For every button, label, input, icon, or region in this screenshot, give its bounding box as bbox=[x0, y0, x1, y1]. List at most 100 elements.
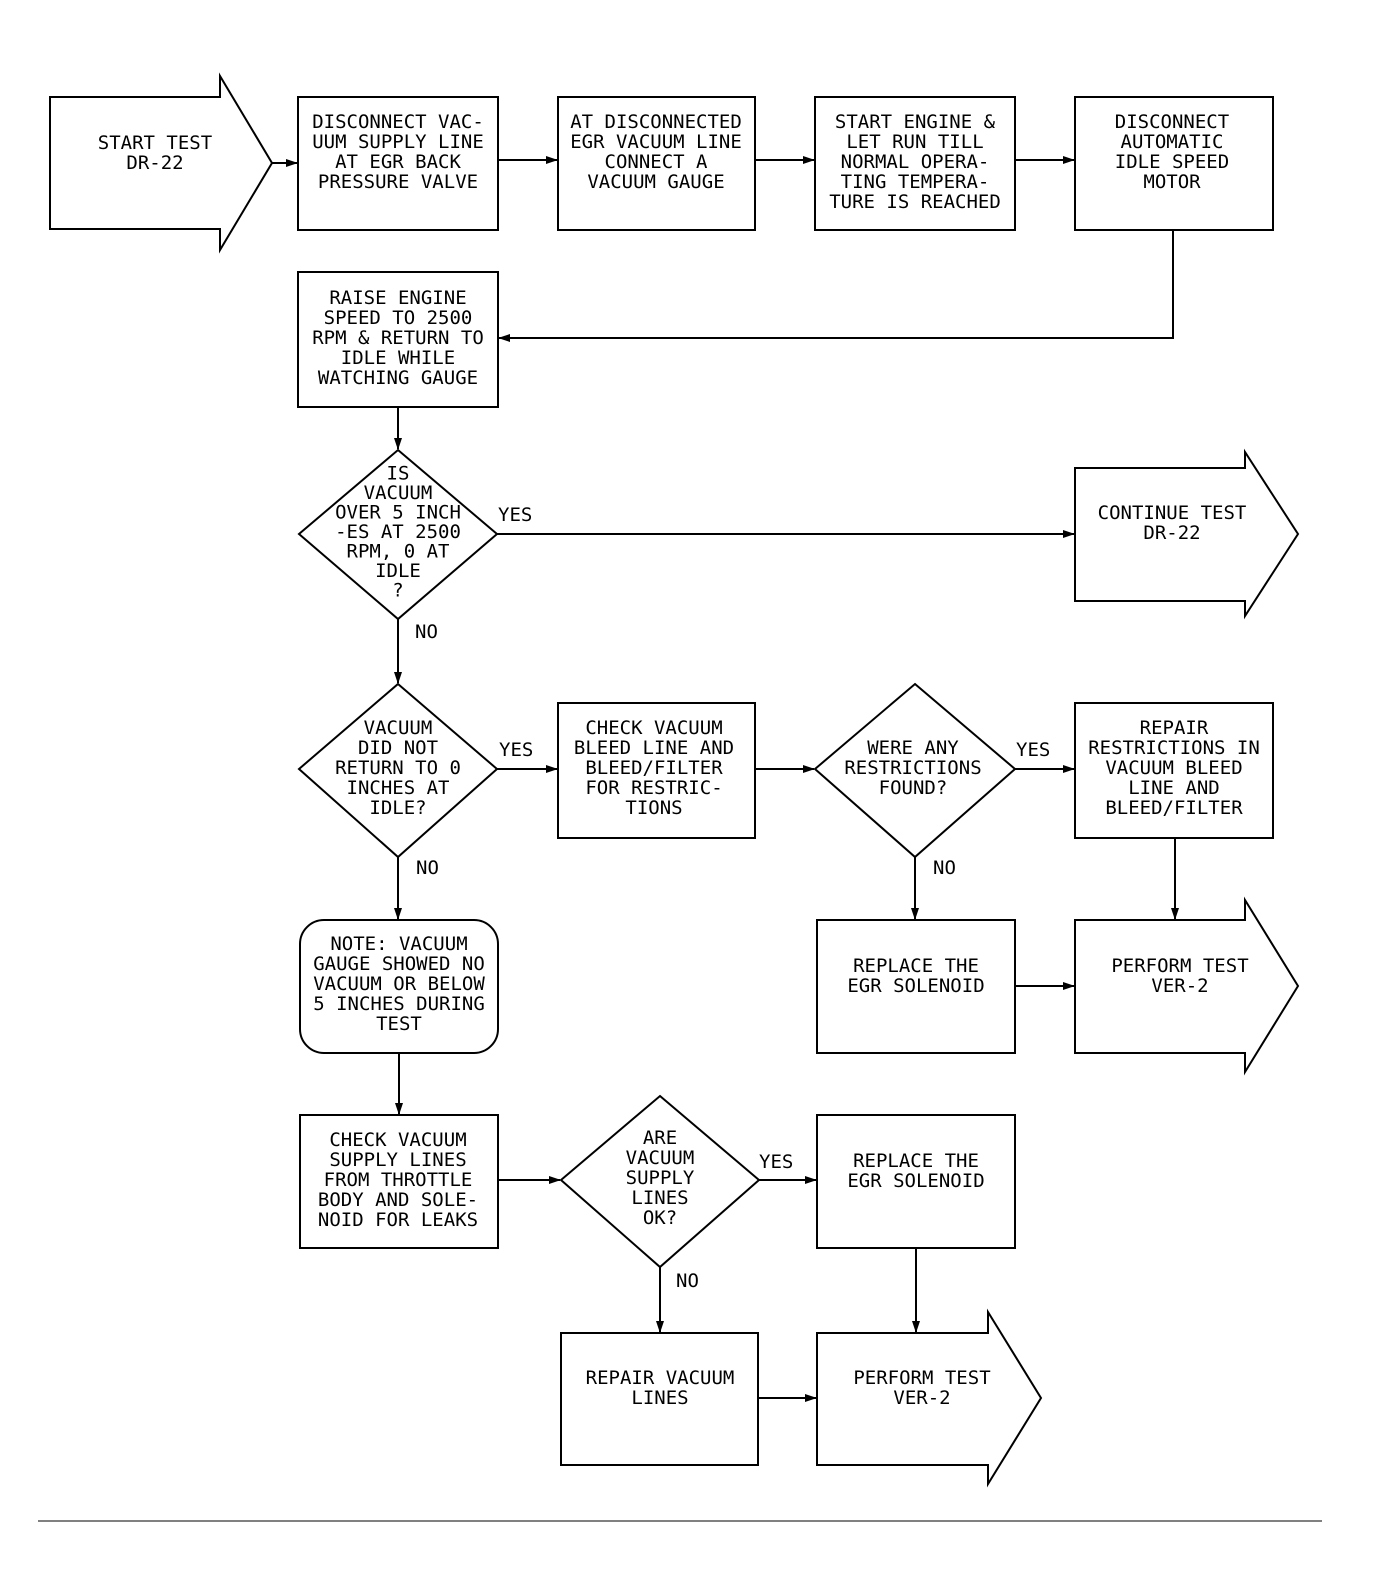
connect-gauge-label-line: VACUUM GAUGE bbox=[587, 171, 724, 193]
note-label-line: VACUUM OR BELOW bbox=[313, 973, 485, 995]
start-engine-label-line: LET RUN TILL bbox=[846, 131, 983, 153]
decision-return-label-line: VACUUM bbox=[364, 717, 433, 739]
note-label-line: 5 INCHES DURING bbox=[313, 993, 485, 1015]
repair-lines-label-line: LINES bbox=[631, 1387, 688, 1409]
disconnect-ais-label-line: DISCONNECT bbox=[1115, 111, 1229, 133]
perform-test-label-2-line: VER-2 bbox=[893, 1387, 950, 1409]
decision-supply-label-line: LINES bbox=[631, 1187, 688, 1209]
connect-gauge-label-line: EGR VACUUM LINE bbox=[570, 131, 742, 153]
disconnect-ais-label-line: MOTOR bbox=[1143, 171, 1201, 193]
note-label-line: NOTE: VACUUM bbox=[330, 933, 467, 955]
decision-supply-label-line: SUPPLY bbox=[626, 1167, 695, 1189]
disconnect-ais-box bbox=[1074, 96, 1274, 231]
arrow-ais-to-raise bbox=[498, 230, 1174, 342]
connect-gauge-box bbox=[557, 96, 756, 231]
decision-vacuum-label-line: ? bbox=[392, 580, 403, 602]
restrictions-yes-label: YES bbox=[1016, 739, 1050, 761]
repair-restrictions-label-line: RESTRICTIONS IN bbox=[1088, 737, 1260, 759]
replace-solenoid-label-1-line: EGR SOLENOID bbox=[847, 975, 984, 997]
check-bleed-label-line: FOR RESTRIC- bbox=[585, 777, 722, 799]
check-supply-label-line: FROM THROTTLE bbox=[324, 1169, 473, 1191]
decision-return-label-line: IDLE? bbox=[369, 797, 426, 819]
decision-restrictions-label-line: WERE ANY bbox=[867, 737, 959, 759]
raise-engine-label-line: RPM & RETURN TO bbox=[312, 327, 484, 349]
perform-test-label-1-line: VER-2 bbox=[1151, 975, 1208, 997]
decision-vacuum-label-line: IS bbox=[387, 463, 410, 485]
perform-test-label-1-line: PERFORM TEST bbox=[1111, 955, 1248, 977]
check-bleed-box bbox=[557, 702, 756, 839]
connect-gauge-label-line: AT DISCONNECTED bbox=[570, 111, 742, 133]
decision-vacuum-label-line: OVER 5 INCH bbox=[335, 502, 461, 524]
start-engine-label-line: NORMAL OPERA- bbox=[841, 151, 990, 173]
start-engine-label-line: START ENGINE & bbox=[835, 111, 996, 133]
repair-restrictions-label-line: BLEED/FILTER bbox=[1105, 797, 1243, 819]
return-no-label: NO bbox=[416, 857, 439, 879]
disconnect-supply-label-line: DISCONNECT VAC- bbox=[312, 111, 484, 133]
repair-restrictions-label-line: LINE AND bbox=[1128, 777, 1220, 799]
start-engine-label-line: TING TEMPERA- bbox=[841, 171, 990, 193]
replace-solenoid-label-2-line: REPLACE THE bbox=[853, 1150, 979, 1172]
repair-lines-box bbox=[560, 1332, 759, 1466]
note-label-line: TEST bbox=[376, 1013, 422, 1035]
supply-yes-label: YES bbox=[759, 1151, 793, 1173]
perform-test-arrow-shape-1 bbox=[1074, 896, 1300, 1076]
start-test-label-line: START TEST bbox=[98, 132, 212, 154]
check-supply-label-line: NOID FOR LEAKS bbox=[318, 1209, 478, 1231]
raise-engine-label-line: RAISE ENGINE bbox=[329, 287, 466, 309]
replace-solenoid-box-2 bbox=[816, 1114, 1016, 1249]
note-label-line: GAUGE SHOWED NO bbox=[313, 953, 485, 975]
decision-supply-label-line: VACUUM bbox=[626, 1147, 695, 1169]
check-supply-label-line: CHECK VACUUM bbox=[329, 1129, 466, 1151]
decision-vacuum-label-line: IDLE bbox=[375, 560, 421, 582]
decision-restrictions-label-line: FOUND? bbox=[879, 777, 948, 799]
disconnect-supply-box bbox=[297, 96, 499, 231]
check-supply-label-line: SUPPLY LINES bbox=[329, 1149, 466, 1171]
connect-gauge-label-line: CONNECT A bbox=[605, 151, 709, 173]
start-engine-box bbox=[814, 96, 1016, 231]
repair-restrictions-box bbox=[1074, 702, 1274, 839]
start-test-label-line: DR-22 bbox=[126, 152, 183, 174]
decision-return-label-line: RETURN TO 0 bbox=[335, 757, 461, 779]
replace-solenoid-label-2-line: EGR SOLENOID bbox=[847, 1170, 984, 1192]
decision-return-label-line: INCHES AT bbox=[347, 777, 450, 799]
start-test-arrow-shape bbox=[49, 72, 274, 254]
disconnect-supply-label-line: PRESSURE VALVE bbox=[318, 171, 478, 193]
perform-test-arrow-shape-2 bbox=[816, 1308, 1043, 1488]
repair-restrictions-label-line: REPAIR bbox=[1140, 717, 1209, 739]
raise-engine-label-line: WATCHING GAUGE bbox=[318, 367, 478, 389]
disconnect-ais-label-line: AUTOMATIC bbox=[1121, 131, 1224, 153]
repair-restrictions-label-line: VACUUM BLEED bbox=[1105, 757, 1242, 779]
raise-engine-label-line: SPEED TO 2500 bbox=[324, 307, 473, 329]
disconnect-supply-label-line: AT EGR BACK bbox=[335, 151, 461, 173]
vacuum-no-label: NO bbox=[415, 621, 438, 643]
disconnect-ais-label-line: IDLE SPEED bbox=[1115, 151, 1229, 173]
decision-restrictions-label-line: RESTRICTIONS bbox=[844, 757, 981, 779]
perform-test-label-2-line: PERFORM TEST bbox=[853, 1367, 990, 1389]
continue-test-label-line: DR-22 bbox=[1143, 522, 1200, 544]
repair-lines-label-line: REPAIR VACUUM bbox=[586, 1367, 735, 1389]
replace-solenoid-label-1-line: REPLACE THE bbox=[853, 955, 979, 977]
check-supply-label-line: BODY AND SOLE- bbox=[318, 1189, 478, 1211]
disconnect-supply-label-line: UUM SUPPLY LINE bbox=[312, 131, 484, 153]
check-bleed-label-line: BLEED/FILTER bbox=[585, 757, 723, 779]
replace-solenoid-box-1 bbox=[816, 919, 1016, 1054]
continue-test-label-line: CONTINUE TEST bbox=[1098, 502, 1247, 524]
raise-engine-label-line: IDLE WHILE bbox=[341, 347, 455, 369]
continue-test-arrow-shape bbox=[1074, 448, 1300, 620]
check-bleed-label-line: CHECK VACUUM bbox=[585, 717, 722, 739]
